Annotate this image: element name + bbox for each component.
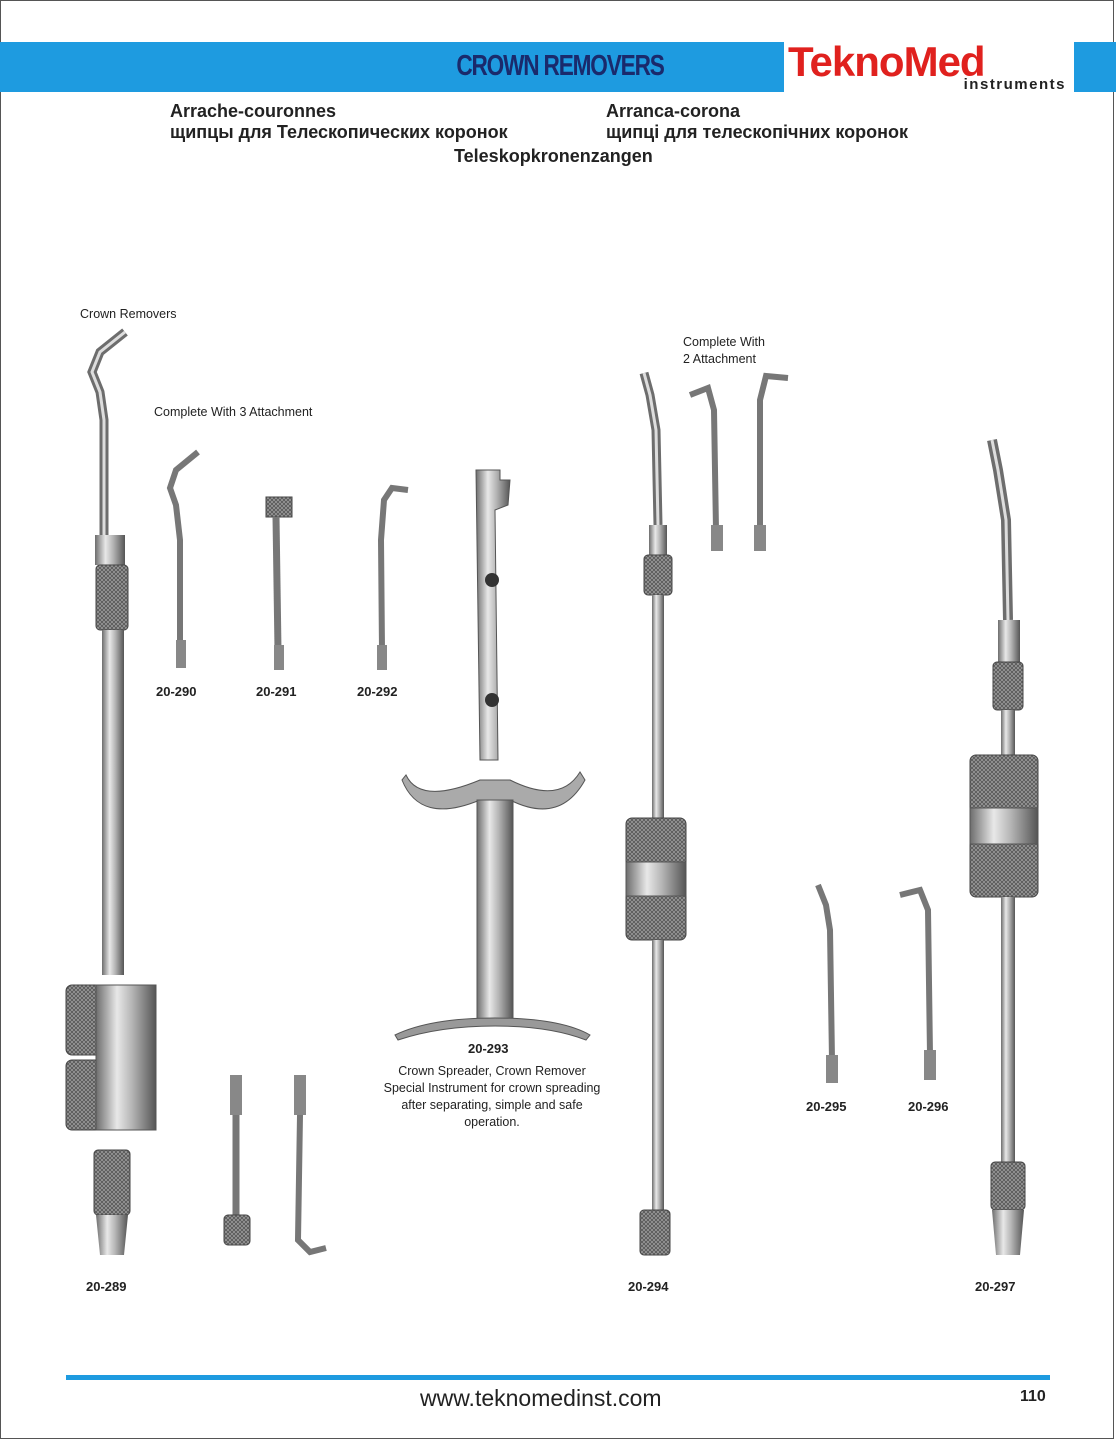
instrument-20-297 (969, 439, 1039, 1255)
attachment-two-2 (754, 372, 789, 551)
caption-three-attachment: Complete With 3 Attachment (154, 405, 313, 419)
description-line-4: operation. (464, 1115, 520, 1129)
brand-logo: TeknoMed instruments (784, 38, 1074, 94)
attachment-20-290 (166, 449, 200, 668)
description-line-3: after separating, simple and safe (401, 1098, 583, 1112)
title-french: Arrache-couronnes (170, 101, 337, 121)
code-20-293: 20-293 (468, 1041, 509, 1056)
logo-part-1: Tekno (788, 38, 905, 85)
attachment-20-291 (265, 496, 293, 670)
logo-wordmark: TeknoMed (788, 38, 986, 86)
code-20-291: 20-291 (256, 684, 297, 699)
code-20-290: 20-290 (156, 684, 197, 699)
code-20-296: 20-296 (908, 1099, 949, 1114)
description-line-1: Crown Spreader, Crown Remover (398, 1064, 586, 1078)
title-ukrainian: щипці для телескопічних коронок (606, 122, 909, 142)
instrument-20-289 (65, 328, 157, 1255)
code-20-297: 20-297 (975, 1279, 1016, 1294)
caption-crown-removers: Crown Removers (80, 307, 177, 321)
code-20-292: 20-292 (357, 684, 398, 699)
attachment-20-292 (377, 484, 409, 670)
attachment-two-1 (688, 383, 723, 551)
caption-two-attachment-1: Complete With (683, 335, 765, 349)
attachment-lower-1 (223, 1075, 251, 1246)
code-20-295: 20-295 (806, 1099, 847, 1114)
logo-subtitle: instruments (963, 76, 1066, 93)
caption-two-attachment-2: 2 Attachment (683, 352, 756, 366)
title-german: Teleskopkronenzangen (454, 146, 653, 166)
title-russian: щипцы для Телескопических коронок (170, 122, 508, 142)
logo-part-2: Med (903, 38, 986, 85)
code-20-294: 20-294 (628, 1279, 669, 1294)
spreader-description: Crown Spreader, Crown Remover Special In… (358, 1063, 626, 1131)
attachment-lower-2 (294, 1075, 327, 1256)
attachment-20-295 (815, 883, 838, 1083)
code-20-289: 20-289 (86, 1279, 127, 1294)
page-title: CROWN REMOVERS (456, 50, 664, 82)
page-number: 110 (1020, 1388, 1046, 1405)
instrument-20-293 (394, 469, 591, 1041)
footer-website-link[interactable]: www.teknomedinst.com (420, 1385, 662, 1411)
description-line-2: Special Instrument for crown spreading (383, 1081, 601, 1095)
attachment-20-296 (899, 886, 936, 1080)
footer-divider (66, 1375, 1050, 1380)
title-spanish: Arranca-corona (606, 101, 741, 121)
instrument-20-294 (625, 371, 687, 1256)
